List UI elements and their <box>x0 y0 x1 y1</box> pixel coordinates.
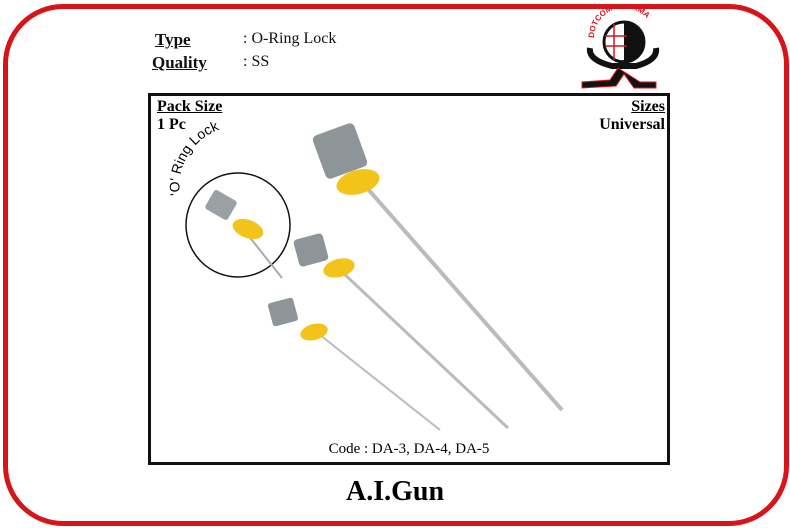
sizes-label: Sizes <box>631 98 665 115</box>
product-title: A.I.Gun <box>345 476 445 507</box>
pack-size-label: Pack Size <box>157 98 223 115</box>
sizes: Sizes Universal <box>599 98 665 134</box>
needle-large <box>312 123 564 412</box>
type-value: : O-Ring Lock <box>243 30 337 47</box>
type-label: Type <box>155 30 191 49</box>
dotcom-pharma-logo: DOTCOM PHARMA <box>581 8 660 89</box>
quality-label: Quality <box>152 53 207 72</box>
type-spec: Type : O-Ring Lock <box>155 30 336 50</box>
page-frame <box>3 4 789 526</box>
pack-size-value: 1 Pc <box>157 116 186 133</box>
product-code: Code : DA-3, DA-4, DA-5 <box>328 441 490 457</box>
needle-small <box>268 297 441 431</box>
sizes-value: Universal <box>599 116 665 133</box>
inset-needle <box>205 190 283 279</box>
pack-size: Pack Size 1 Pc <box>157 98 222 134</box>
quality-value: : SS <box>243 53 270 70</box>
quality-spec: Quality : SS <box>152 53 269 73</box>
needle-medium <box>293 233 510 430</box>
product-panel: Pack Size 1 Pc Sizes Universal Code : DA… <box>148 93 670 465</box>
